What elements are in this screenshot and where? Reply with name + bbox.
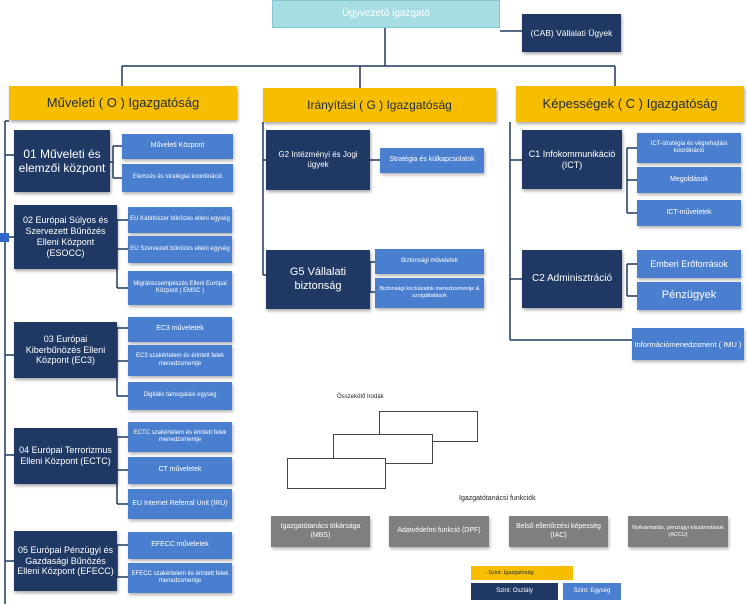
board-unit-iac: Belső ellenőrzési képesség (IAC) xyxy=(509,516,608,547)
unit-g5-1: Biztonsági műveletek xyxy=(375,249,484,274)
unit-o5-1: EFECC műveletek xyxy=(128,532,232,559)
unit-o2-1: EU Kábítószer bűnözés elleni egység xyxy=(128,207,232,233)
dept-g5: G5 Vállalati biztonság xyxy=(266,250,370,309)
dept-g2: G2 Intézményi és Jogi ügyek xyxy=(266,130,370,190)
executive-director-box: Ügyvezető igazgató xyxy=(272,0,500,28)
unit-imu: Információmenedzsment ( IMU ) xyxy=(632,328,744,360)
unit-g5-2: Biztonsági kockázatok menedzsmentje & sz… xyxy=(375,278,484,308)
dept-c1: C1 Infokommunikáció (ICT) xyxy=(522,130,622,189)
board-unit-mbs: Igazgatótanács titkársága (MBS) xyxy=(271,516,370,547)
unit-o3-3: Digitális támogatási egység xyxy=(128,382,232,410)
unit-c1-3: ICT-műveletek xyxy=(637,200,741,226)
board-unit-dpf: Adatvédelmi funkció (DPF) xyxy=(389,516,489,547)
dept-c2: C2 Adminisztráció xyxy=(522,250,622,308)
unit-o3-1: EC3 műveletek xyxy=(128,317,232,342)
unit-c1-1: ICT-stratégia és végrehajtási koordináci… xyxy=(637,133,741,163)
cab-box: (CAB) Vállalati Ügyek xyxy=(522,14,621,52)
board-functions-label: Igazgatótanácsi funkciók xyxy=(459,495,536,502)
dept-o4: 04 Európai Terrorizmus Elleni Központ (E… xyxy=(14,428,117,484)
unit-o2-2: EU Szervezett bűnözés elleni egység xyxy=(128,236,232,263)
dept-o5: 05 Európai Pénzügyi és Gazdasági Bűnözés… xyxy=(14,531,117,591)
board-unit-accu: Nyilvántartás, pénzügyi elszámolások (AC… xyxy=(628,516,728,547)
dept-o3: 03 Európai Kiberbűnözés Elleni Központ (… xyxy=(14,322,117,378)
unit-o1-1: Műveleti Központ xyxy=(122,134,233,159)
unit-o4-2: CT műveletek xyxy=(128,457,232,484)
unit-o1-2: Elemzés és stratégiai koordináció xyxy=(122,164,233,192)
unit-o2-3: Migránscsempészés Elleni Európai Központ… xyxy=(128,271,232,305)
capabilities-directorate-header: Képességek ( C ) Igazgatóság xyxy=(516,86,744,122)
unit-o5-2: EFECC szakértelem és érintett felek mene… xyxy=(128,563,232,593)
unit-c1-2: Megoldások xyxy=(637,167,741,193)
unit-c2-2: Pénzügyek xyxy=(637,282,741,310)
legend-unit: Szint: Egység xyxy=(563,583,621,600)
legend-department: Szint: Osztály xyxy=(471,583,558,600)
unit-o3-2: EC3 szakértelem és érintett felek menedz… xyxy=(128,345,232,376)
unit-o4-3: EU Internet Referral Unit (IRU) xyxy=(128,489,232,519)
legend-directorate: - Szint: Igazgatóság xyxy=(471,566,573,580)
unit-o4-1: ECTC szakértelem és érintett felek mened… xyxy=(128,422,232,452)
operations-directorate-header: Műveleti ( O ) Igazgatóság xyxy=(9,86,237,120)
liaison-box-front xyxy=(287,458,386,489)
liaison-label: Összekötő Irodák xyxy=(337,394,384,400)
dept-o1: 01 Műveleti és elemzői központ xyxy=(14,130,110,192)
unit-g2-1: Stratégia és külkapcsolatok xyxy=(380,148,484,173)
dept-o2: 02 Európai Súlyos és Szervezett Bűnözés … xyxy=(14,205,117,269)
unit-c2-1: Emberi Erőforrások xyxy=(637,250,741,278)
governance-directorate-header: Irányítási ( G ) Igazgatóság xyxy=(263,88,496,122)
